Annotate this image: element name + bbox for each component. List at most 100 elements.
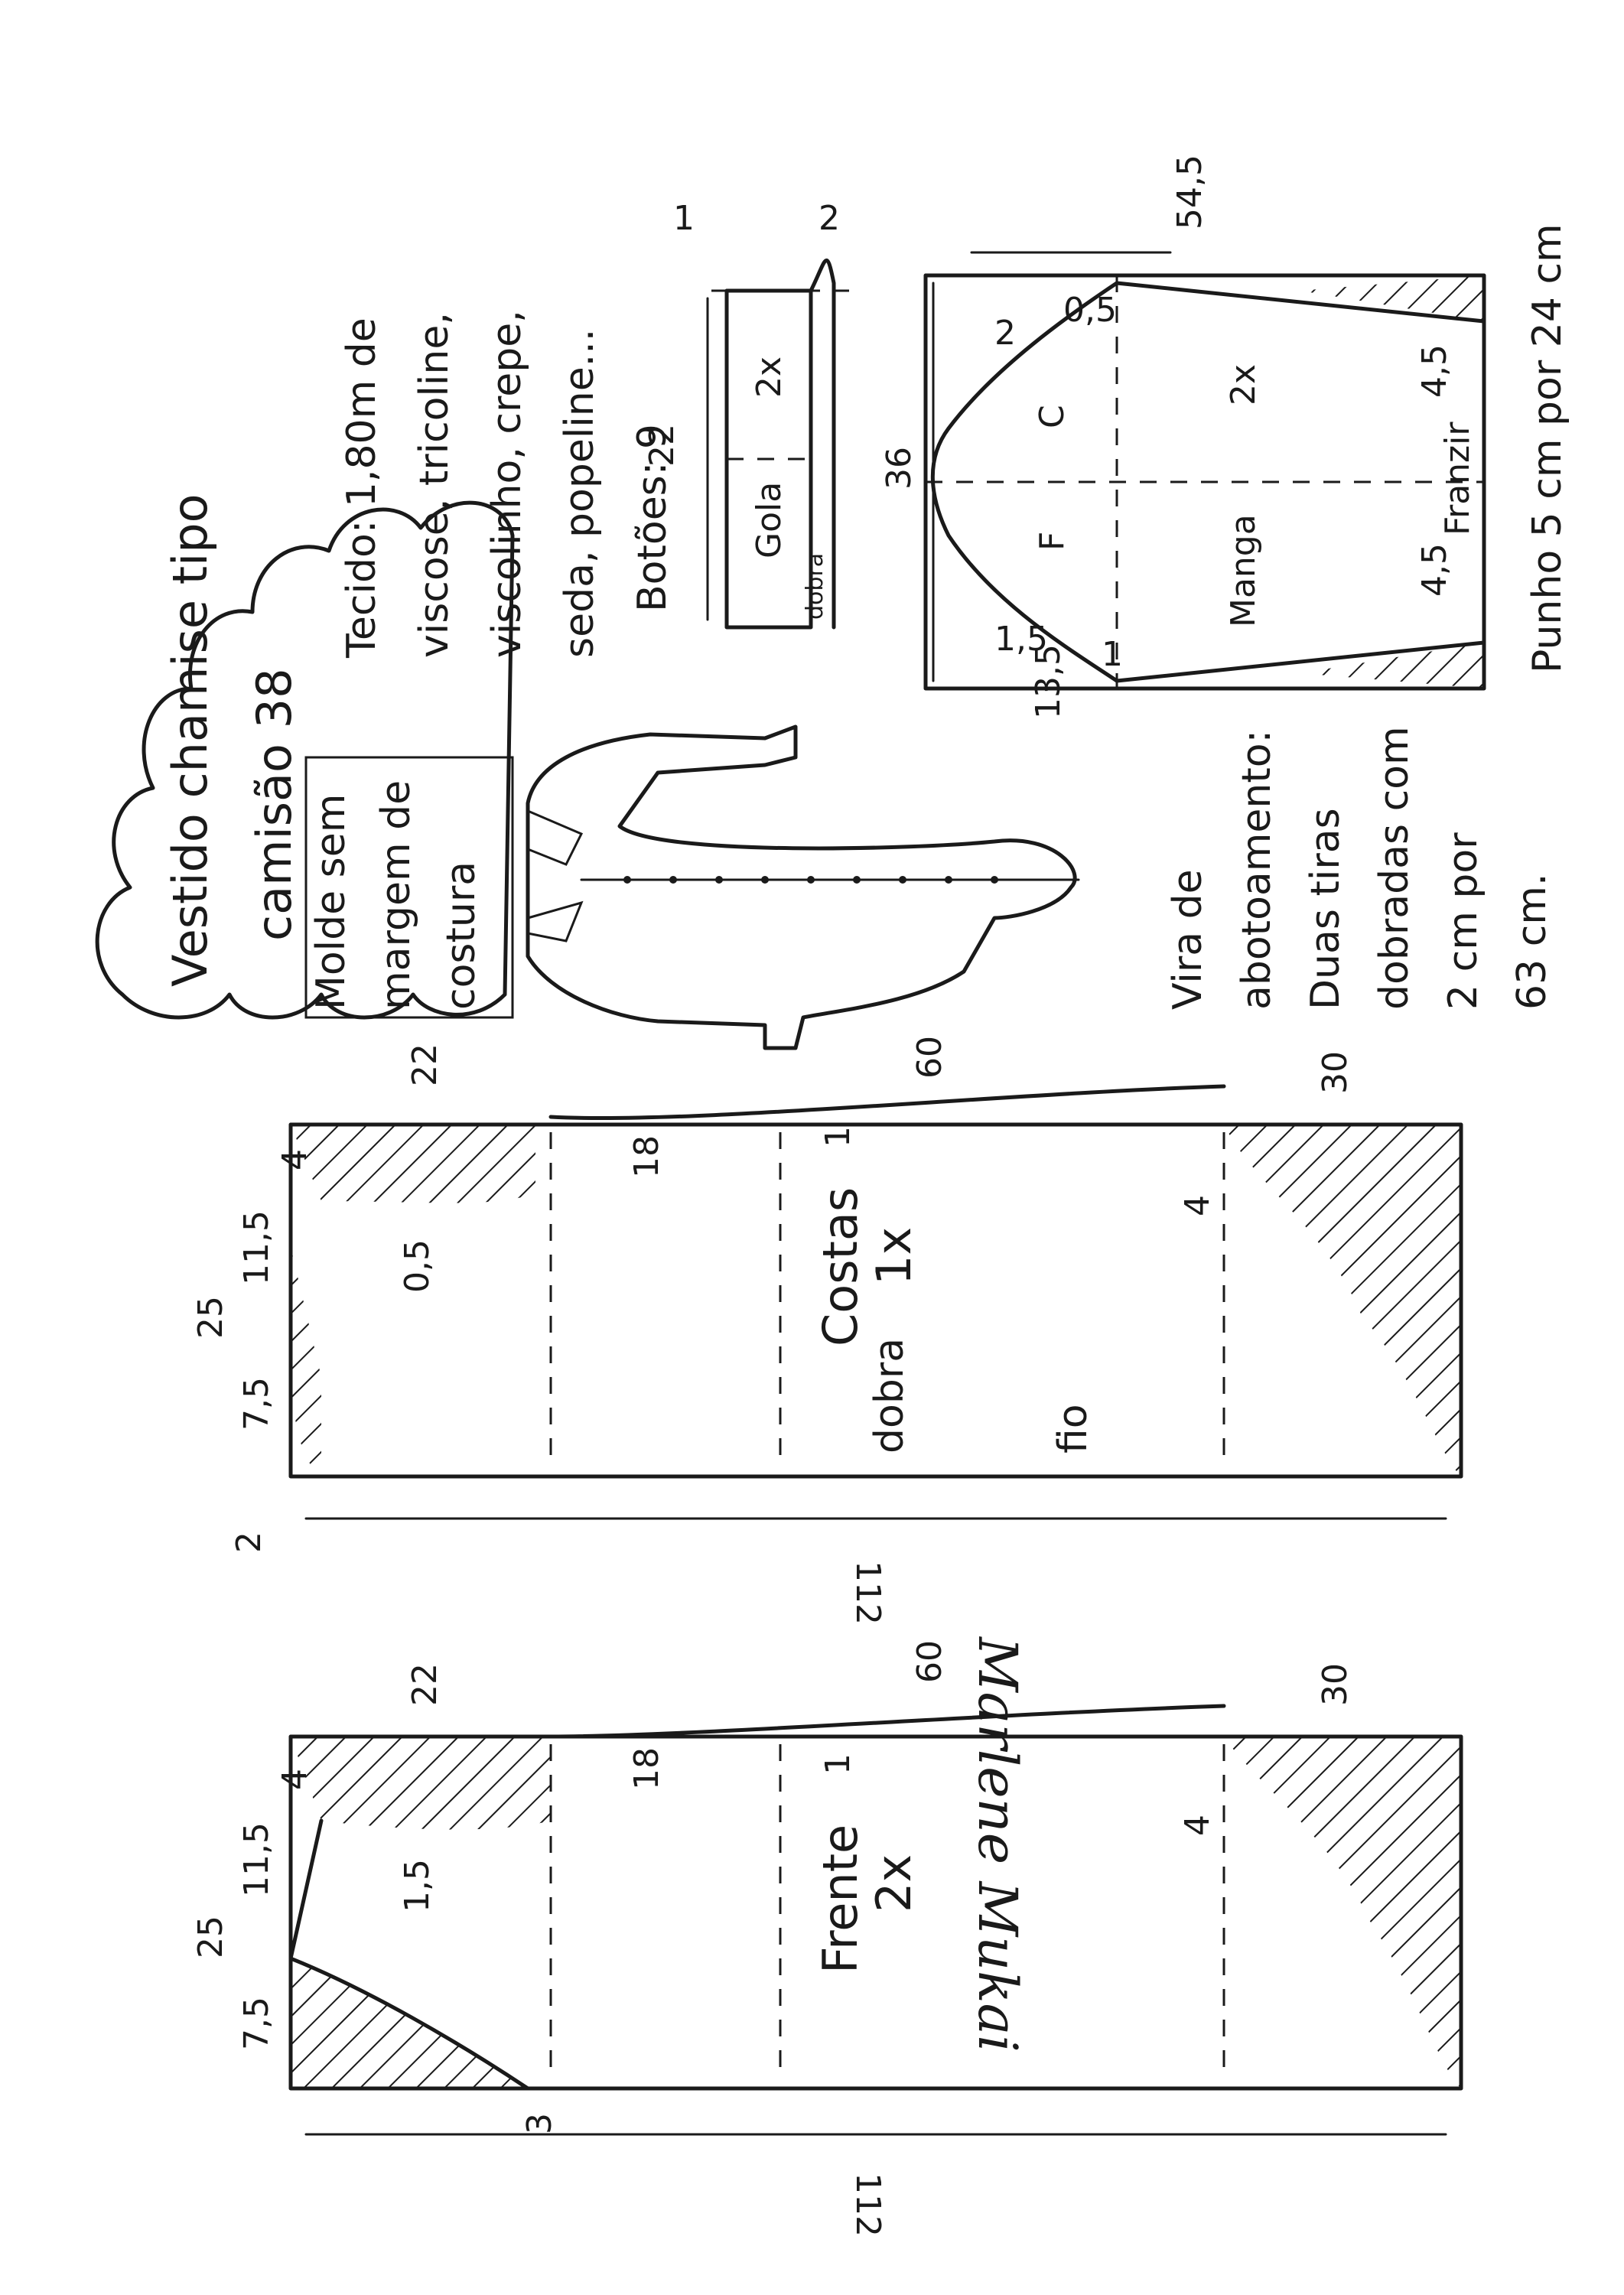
- back-hatch-neck: [291, 1125, 321, 1476]
- front-side-seam: [548, 1704, 1226, 1739]
- title-cloud-outline: [95, 500, 515, 1020]
- sleeve-small-mark: 1: [1102, 635, 1123, 674]
- collar-fold: dobra: [802, 553, 828, 620]
- placket-line3: 2 cm por: [1440, 832, 1486, 1010]
- fabric-note: Tecido: 1,80m de viscose, tricoline, vis…: [339, 310, 675, 659]
- front-armhole-depth: 18: [627, 1747, 666, 1790]
- collar-length: 22: [643, 424, 682, 467]
- front-neck-mid: 11,5: [237, 1822, 276, 1897]
- back-count: 1x: [866, 1227, 922, 1285]
- back-shoulder-drop: 4: [275, 1149, 314, 1170]
- collar-mark-right: 2: [819, 199, 840, 238]
- no-seam-line2: margem de: [373, 780, 419, 1010]
- collar-name: Gola: [750, 482, 789, 558]
- fabric-line3: viscolinho, crepe,: [484, 310, 530, 658]
- back-side-drop: 1: [819, 1126, 858, 1148]
- front-shoulder-drop: 4: [275, 1769, 314, 1790]
- back-name: Costas: [812, 1187, 868, 1346]
- fabric-line5: Botões: 9: [630, 424, 675, 612]
- front-waist-length: 60: [910, 1640, 949, 1683]
- sleeve-cuff-note: Punho 5 cm por 24 cm: [1525, 223, 1570, 673]
- placket-heading2: abotoamento:: [1234, 730, 1280, 1010]
- front-neckline: [288, 1818, 530, 2091]
- sleeve-cap-back: 2: [994, 314, 1016, 353]
- back-neck-mid: 11,5: [237, 1210, 276, 1285]
- front-neck-top: 7,5: [237, 1997, 276, 2050]
- fabric-line4: seda, popeline...: [557, 329, 603, 658]
- sleeve-name: Manga: [1224, 514, 1263, 627]
- title-line1: Vestido chamise tipo: [162, 493, 218, 987]
- front-shoulder-height: 22: [405, 1663, 444, 1706]
- front-hatch-neck: [291, 1737, 528, 2088]
- back-hatch-shoulder: [291, 1125, 535, 1203]
- front-side-drop: 1: [819, 1753, 858, 1775]
- dress-illustration: [526, 724, 1080, 1050]
- front-half-neck: 25: [191, 1916, 230, 1958]
- sleeve-back-mark: C: [1033, 405, 1072, 428]
- no-seam-line1: Molde sem: [308, 794, 354, 1010]
- front-count: 2x: [866, 1854, 922, 1912]
- sleeve-width: 36: [880, 447, 919, 490]
- signature: Marlene Mukai: [966, 1636, 1029, 2052]
- front-bottom-edge: 3: [520, 2113, 559, 2134]
- placket-note: Vira de abotoamento: Duas tiras dobradas…: [1165, 726, 1555, 1010]
- collar-mark-left: 1: [673, 199, 695, 238]
- no-seam-note: Molde sem margem de costura: [304, 756, 514, 1019]
- dress-outline: [526, 724, 1077, 1050]
- sleeve-hatch-bottom: [1300, 643, 1484, 688]
- back-frame: [288, 1122, 1463, 1479]
- back-side-seam: [548, 1084, 1226, 1121]
- front-name: Frente: [812, 1825, 868, 1974]
- back-piece: Costas 1x dobra fio 112 22 60 30 25 7,5 …: [191, 1036, 1463, 1625]
- placket-line4: 63 cm.: [1509, 874, 1555, 1010]
- back-armhole-curve: 0,5: [398, 1239, 437, 1293]
- sleeve-hem-side-right: 4,5: [1415, 543, 1454, 597]
- back-hatch-hem: [1224, 1125, 1461, 1476]
- sleeve-side-bottom: [1115, 640, 1486, 683]
- sleeve-top-offset: 0,5: [1063, 291, 1117, 330]
- sleeve-side-top: [1115, 281, 1486, 324]
- title-line2: camisão 38: [246, 668, 302, 941]
- dress-buttons: [623, 876, 998, 884]
- no-seam-line3: costura: [438, 861, 484, 1010]
- front-hem-curve: 4: [1178, 1815, 1217, 1836]
- placket-line1: Duas tiras: [1303, 808, 1349, 1010]
- front-frame: [288, 1734, 1463, 2091]
- back-hip-length: 30: [1316, 1051, 1355, 1094]
- sleeve-hem-side-left: 4,5: [1415, 344, 1454, 398]
- sleeve-front-mark: F: [1033, 532, 1072, 551]
- sleeve-count: 2x: [1224, 364, 1263, 405]
- back-shoulder-height: 22: [405, 1043, 444, 1086]
- front-armhole-curve: 1,5: [398, 1859, 437, 1912]
- back-grain-label: fio: [1050, 1404, 1096, 1454]
- sleeve-cap-front: 1,5: [994, 620, 1048, 659]
- back-hem-curve: 4: [1178, 1195, 1217, 1216]
- back-length: 112: [848, 1561, 887, 1625]
- fabric-line1: Tecido: 1,80m de: [339, 317, 385, 659]
- back-neck-top: 7,5: [237, 1377, 276, 1431]
- sleeve-piece: Manga 2x C F 36 54,5 2 1,5 0,5 4,5 4,5 F…: [880, 155, 1570, 719]
- collar-piece: 22 Gola 2x dobra 1 2: [643, 199, 849, 630]
- front-hip-length: 30: [1316, 1663, 1355, 1706]
- collar-count: 2x: [750, 356, 789, 398]
- no-seam-box: [304, 756, 514, 1019]
- back-armhole-depth: 18: [627, 1135, 666, 1178]
- placket-heading1: Vira de: [1165, 869, 1211, 1010]
- fabric-line2: viscose, tricoline,: [412, 312, 457, 658]
- front-hatch-shoulder: [291, 1737, 551, 1830]
- back-bottom-edge: 2: [229, 1532, 268, 1553]
- title-block: Vestido chamise tipo camisão 38: [95, 493, 515, 1020]
- back-fold-label: dobra: [867, 1338, 913, 1454]
- sleeve-gather: Franzir: [1438, 422, 1477, 536]
- front-piece: Frente 2x 112 22 60 30 25 7,5 11,5 4 18 …: [191, 1640, 1463, 2237]
- sleeve-bottom-offset: 13,5: [1029, 644, 1068, 719]
- sleeve-hatch-top: [1300, 275, 1484, 321]
- back-half-neck: 25: [191, 1296, 230, 1339]
- front-length: 112: [848, 2173, 887, 2237]
- placket-line2: dobradas com: [1372, 726, 1417, 1010]
- front-hatch-hem: [1224, 1737, 1461, 2088]
- sleeve-length: 54,5: [1170, 155, 1209, 230]
- back-waist-length: 60: [910, 1036, 949, 1079]
- dress-collar: [526, 809, 584, 942]
